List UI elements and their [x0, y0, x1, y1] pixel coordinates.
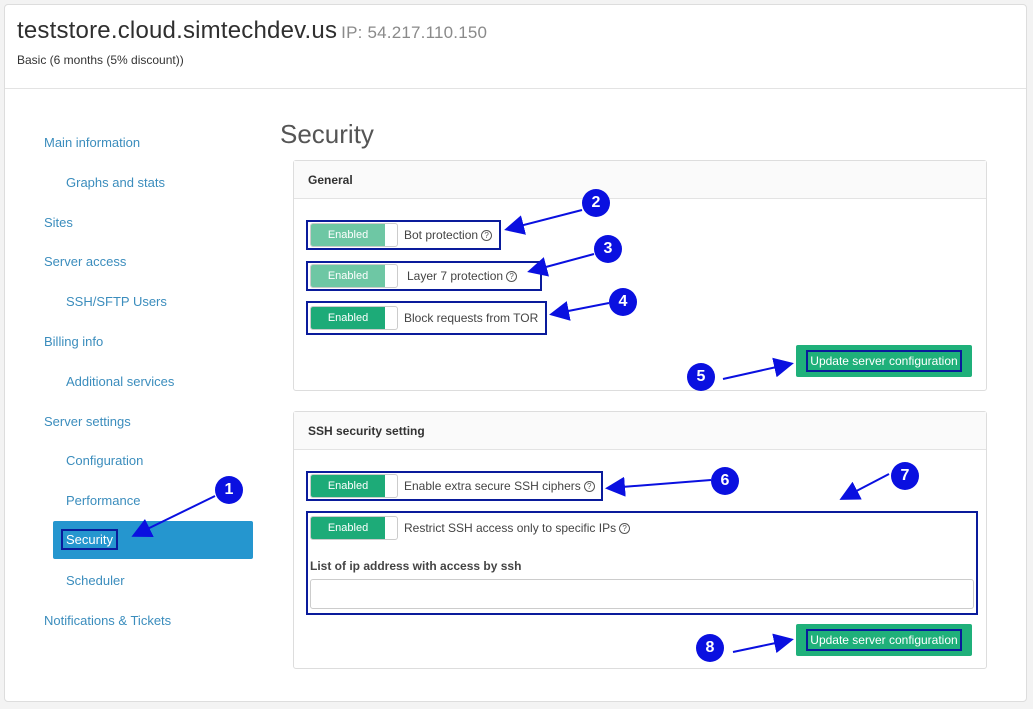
bot-protection-row: Enabled Bot protection? [306, 220, 501, 250]
annotation-marker-4: 4 [609, 288, 637, 316]
layer7-protection-row: Enabled Layer 7 protection? [306, 261, 542, 291]
update-server-configuration-button-ssh[interactable]: Update server configuration [796, 624, 972, 656]
annotation-marker-1: 1 [215, 476, 243, 504]
sidebar-item-graphs-and-stats[interactable]: Graphs and stats [66, 175, 165, 190]
sidebar-item-performance[interactable]: Performance [66, 493, 141, 508]
layer7-protection-toggle[interactable]: Enabled [310, 264, 398, 288]
help-icon[interactable]: ? [583, 481, 595, 492]
update-server-configuration-button[interactable]: Update server configuration [796, 345, 972, 377]
block-tor-row: Enabled Block requests from TOR [306, 301, 547, 335]
annotation-marker-3: 3 [594, 235, 622, 263]
sidebar-item-ssh-sftp-users[interactable]: SSH/SFTP Users [66, 294, 167, 309]
server-ip: IP: 54.217.110.150 [341, 23, 488, 42]
annotation-marker-7: 7 [891, 462, 919, 490]
bot-protection-label: Bot protection? [404, 228, 493, 242]
restrict-ssh-toggle[interactable]: Enabled [310, 516, 398, 540]
annotation-marker-5: 5 [687, 363, 715, 391]
layer7-protection-label: Layer 7 protection? [407, 269, 518, 283]
bot-protection-toggle-state: Enabled [311, 224, 385, 246]
ssh-ciphers-label: Enable extra secure SSH ciphers? [404, 479, 595, 493]
restrict-ssh-toggle-state: Enabled [311, 517, 385, 539]
ip-list-input[interactable] [310, 579, 974, 609]
help-icon[interactable]: ? [619, 523, 631, 534]
ssh-security-panel-heading: SSH security setting [294, 412, 986, 450]
ssh-security-panel: SSH security setting Enabled Enable extr… [293, 411, 987, 669]
sidebar-item-security[interactable]: Security [53, 521, 253, 559]
sidebar-item-notifications-tickets[interactable]: Notifications & Tickets [44, 613, 172, 628]
update-server-configuration-label: Update server configuration [806, 350, 962, 372]
general-panel-heading: General [294, 161, 986, 199]
sidebar-item-sites[interactable]: Sites [44, 215, 73, 230]
restrict-ssh-row: Enabled Restrict SSH access only to spec… [308, 515, 631, 541]
server-plan: Basic (6 months (5% discount)) [17, 53, 184, 67]
restrict-ssh-label: Restrict SSH access only to specific IPs… [404, 521, 631, 535]
help-icon[interactable]: ? [481, 230, 493, 241]
help-icon[interactable]: ? [506, 271, 518, 282]
sidebar-item-security-label: Security [61, 529, 118, 550]
annotation-marker-2: 2 [582, 189, 610, 217]
bot-protection-toggle[interactable]: Enabled [310, 223, 398, 247]
restrict-ssh-box: Enabled Restrict SSH access only to spec… [306, 511, 978, 615]
sidebar-item-main-information[interactable]: Main information [44, 135, 141, 150]
block-tor-toggle[interactable]: Enabled [310, 306, 398, 330]
block-tor-label: Block requests from TOR [404, 311, 539, 325]
sidebar-item-scheduler[interactable]: Scheduler [66, 573, 125, 588]
sidebar-item-configuration[interactable]: Configuration [66, 453, 144, 468]
sidebar-item-server-settings[interactable]: Server settings [44, 414, 131, 429]
sidebar-item-billing-info[interactable]: Billing info [44, 334, 104, 349]
layer7-protection-toggle-state: Enabled [311, 265, 385, 287]
ssh-ciphers-row: Enabled Enable extra secure SSH ciphers? [306, 471, 603, 501]
annotation-marker-6: 6 [711, 467, 739, 495]
block-tor-toggle-state: Enabled [311, 307, 385, 329]
ssh-ciphers-toggle-state: Enabled [311, 475, 385, 497]
sidebar-item-server-access[interactable]: Server access [44, 254, 127, 269]
sidebar-item-additional-services[interactable]: Additional services [66, 374, 175, 389]
page-title: Security [280, 119, 374, 149]
ssh-ciphers-toggle[interactable]: Enabled [310, 474, 398, 498]
update-server-configuration-label-ssh: Update server configuration [806, 629, 962, 651]
general-panel: General Enabled Bot protection? Enabled … [293, 160, 987, 391]
annotation-marker-8: 8 [696, 634, 724, 662]
ip-list-label: List of ip address with access by ssh [310, 559, 522, 573]
